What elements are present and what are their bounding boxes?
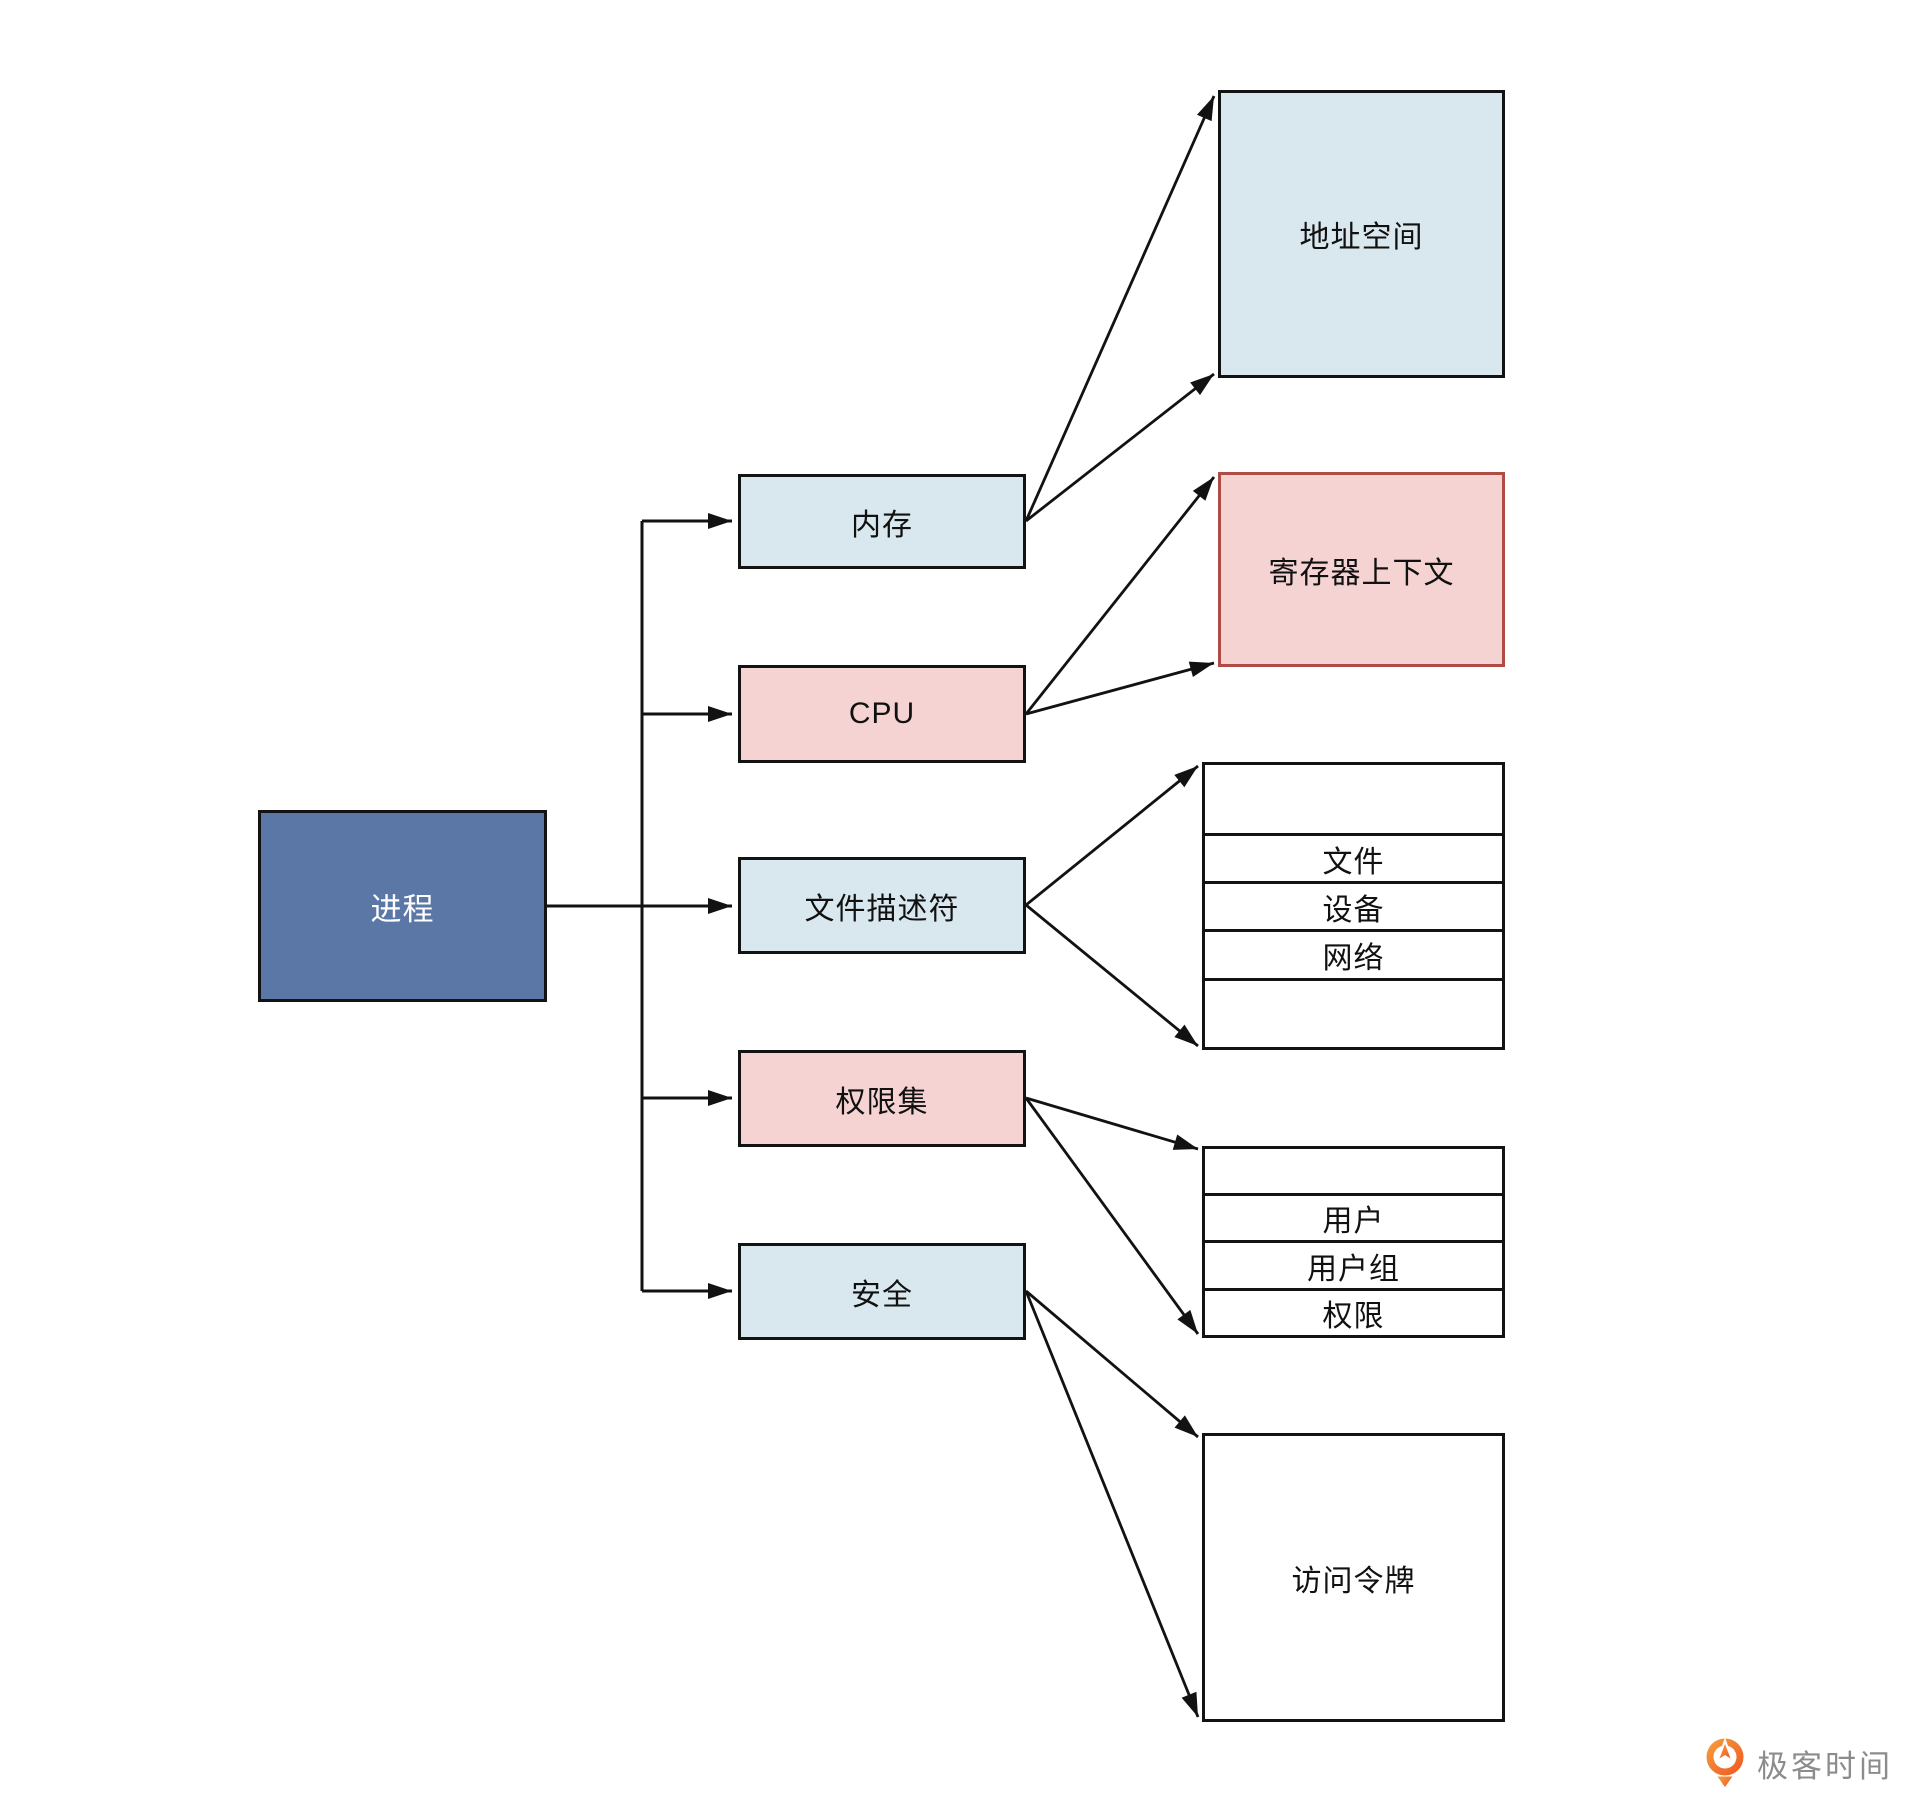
arrow-memory-to-addrspace-top bbox=[1024, 95, 1216, 522]
process-node: 进程 bbox=[258, 810, 547, 1002]
fd-table-row: 文件 bbox=[1205, 833, 1502, 881]
geektime-logo-text: 极客时间 bbox=[1757, 1748, 1893, 1784]
perm-table-row: 权限 bbox=[1205, 1288, 1502, 1335]
arrow-fd-to-table-bottom bbox=[1025, 903, 1199, 1048]
fd-table-row bbox=[1205, 978, 1502, 1047]
fd-table: 文件 设备 网络 bbox=[1202, 762, 1505, 1050]
perm-table-row: 用户组 bbox=[1205, 1240, 1502, 1288]
access-token-node: 访问令牌 bbox=[1202, 1433, 1505, 1722]
arrow-permset-to-table-top bbox=[1025, 1096, 1199, 1151]
geektime-logo-icon bbox=[1706, 1737, 1744, 1787]
perm-table-row bbox=[1205, 1149, 1502, 1193]
arrow-cpu-to-regctx-bottom bbox=[1025, 661, 1215, 716]
fd-table-row: 设备 bbox=[1205, 881, 1502, 929]
arrow-security-to-token-bottom bbox=[1024, 1290, 1200, 1718]
perm-table: 用户 用户组 权限 bbox=[1202, 1146, 1505, 1338]
register-context-node: 寄存器上下文 bbox=[1218, 472, 1505, 667]
geektime-logo: 极客时间 bbox=[1703, 1736, 1893, 1790]
arrow-memory-to-addrspace-bottom bbox=[1025, 372, 1215, 523]
fd-table-row: 网络 bbox=[1205, 929, 1502, 978]
perm-table-row: 用户 bbox=[1205, 1193, 1502, 1240]
cpu-node: CPU bbox=[738, 665, 1026, 763]
fd-table-row bbox=[1205, 765, 1502, 833]
arrow-cpu-to-regctx-top bbox=[1024, 476, 1216, 715]
file-descriptor-node: 文件描述符 bbox=[738, 857, 1026, 954]
permission-set-node: 权限集 bbox=[738, 1050, 1026, 1147]
arrow-permset-to-table-bottom bbox=[1024, 1097, 1200, 1335]
address-space-node: 地址空间 bbox=[1218, 90, 1505, 378]
arrow-security-to-token-top bbox=[1025, 1289, 1199, 1439]
arrow-fd-to-table-top bbox=[1025, 764, 1199, 907]
memory-node: 内存 bbox=[738, 474, 1026, 569]
security-node: 安全 bbox=[738, 1243, 1026, 1340]
